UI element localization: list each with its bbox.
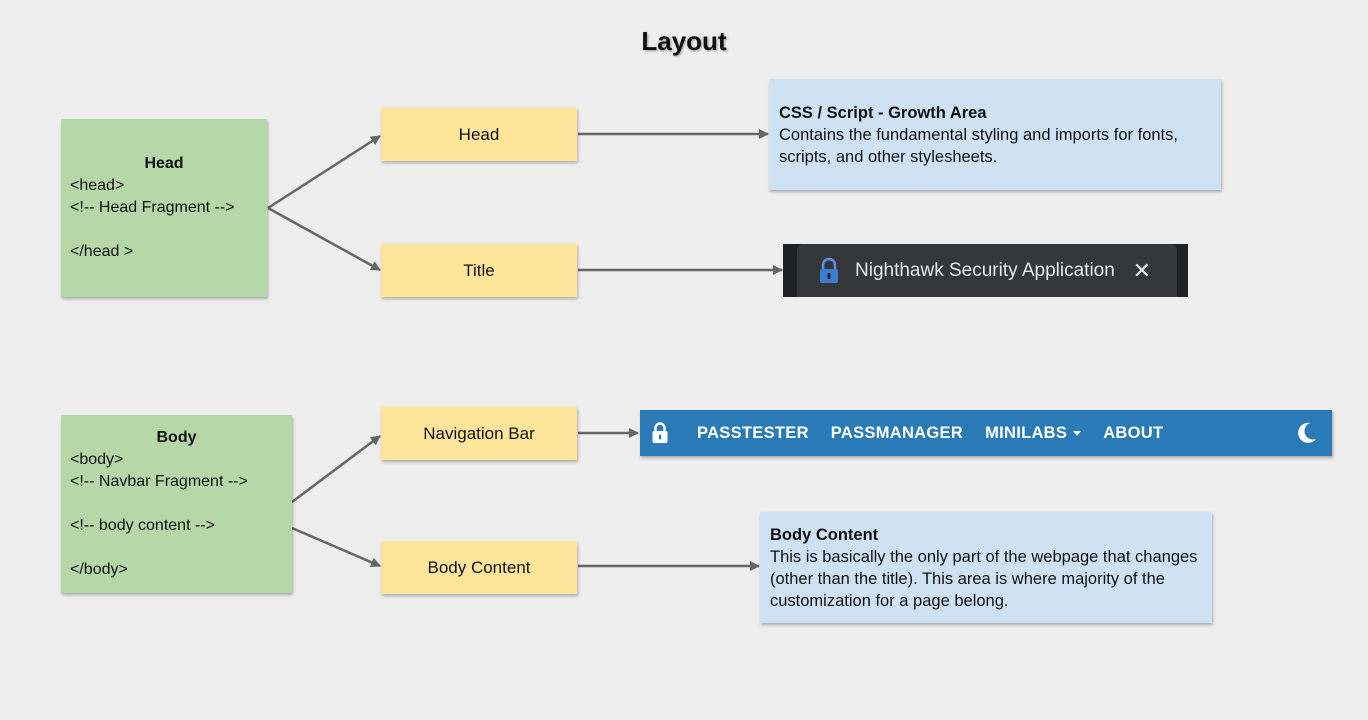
head-block-line: <!-- Head Fragment --> — [70, 199, 235, 216]
body-block-line: </body> — [70, 561, 128, 578]
head-block-title: Head — [144, 155, 184, 172]
css-script-note-title: CSS / Script - Growth Area — [779, 103, 987, 122]
body-content-note-text: This is basically the only part of the w… — [770, 547, 1198, 610]
arrow-body-to-navbar-node — [291, 435, 381, 503]
body-block-line — [70, 493, 283, 515]
body-block-line — [70, 537, 283, 559]
node-body-content: Body Content — [381, 541, 577, 594]
close-icon[interactable]: ✕ — [1132, 257, 1151, 283]
tab-title: Nighthawk Security Application — [855, 259, 1115, 281]
arrow-body-to-content-node — [291, 526, 381, 568]
nav-item-minilabs-label: MINILABS — [985, 423, 1068, 442]
head-block-line: <head> — [70, 177, 125, 194]
node-head: Head — [381, 108, 577, 161]
body-block-title: Body — [156, 429, 197, 446]
head-block-line: </head > — [70, 243, 134, 260]
css-script-note-text: Contains the fundamental styling and imp… — [779, 125, 1178, 166]
head-block: Head <head> <!-- Head Fragment --> </hea… — [61, 119, 267, 297]
body-block: Body <body> <!-- Navbar Fragment --> <!-… — [61, 415, 292, 593]
body-block-line: <!-- Navbar Fragment --> — [70, 473, 248, 490]
moon-icon[interactable] — [1293, 420, 1319, 446]
css-script-note: CSS / Script - Growth Area Contains the … — [769, 79, 1221, 190]
node-title: Title — [381, 244, 577, 297]
arrow-head-to-head-node — [267, 134, 381, 210]
nav-item-passmanager[interactable]: PASSMANAGER — [830, 423, 964, 442]
body-content-note-title: Body Content — [770, 525, 879, 544]
lock-icon[interactable] — [651, 422, 669, 444]
browser-tab-screenshot: Nighthawk Security Application ✕ — [783, 244, 1188, 297]
node-navigation-bar: Navigation Bar — [381, 407, 577, 460]
browser-tab[interactable]: Nighthawk Security Application ✕ — [797, 244, 1177, 297]
head-block-line — [70, 219, 258, 241]
nav-item-minilabs[interactable]: MINILABS — [985, 423, 1082, 443]
arrow-head-to-title-node — [267, 206, 381, 272]
diagram-title: Layout — [641, 26, 727, 56]
caret-down-icon — [1073, 430, 1082, 436]
body-content-note: Body Content This is basically the only … — [760, 512, 1212, 623]
lock-icon — [817, 257, 841, 285]
navbar-screenshot: PASSTESTER PASSMANAGER MINILABS ABOUT — [640, 410, 1332, 456]
nav-item-passtester[interactable]: PASSTESTER — [697, 423, 809, 442]
nav-item-about[interactable]: ABOUT — [1103, 423, 1164, 442]
body-block-line: <!-- body content --> — [70, 517, 215, 534]
body-block-line: <body> — [70, 451, 124, 468]
